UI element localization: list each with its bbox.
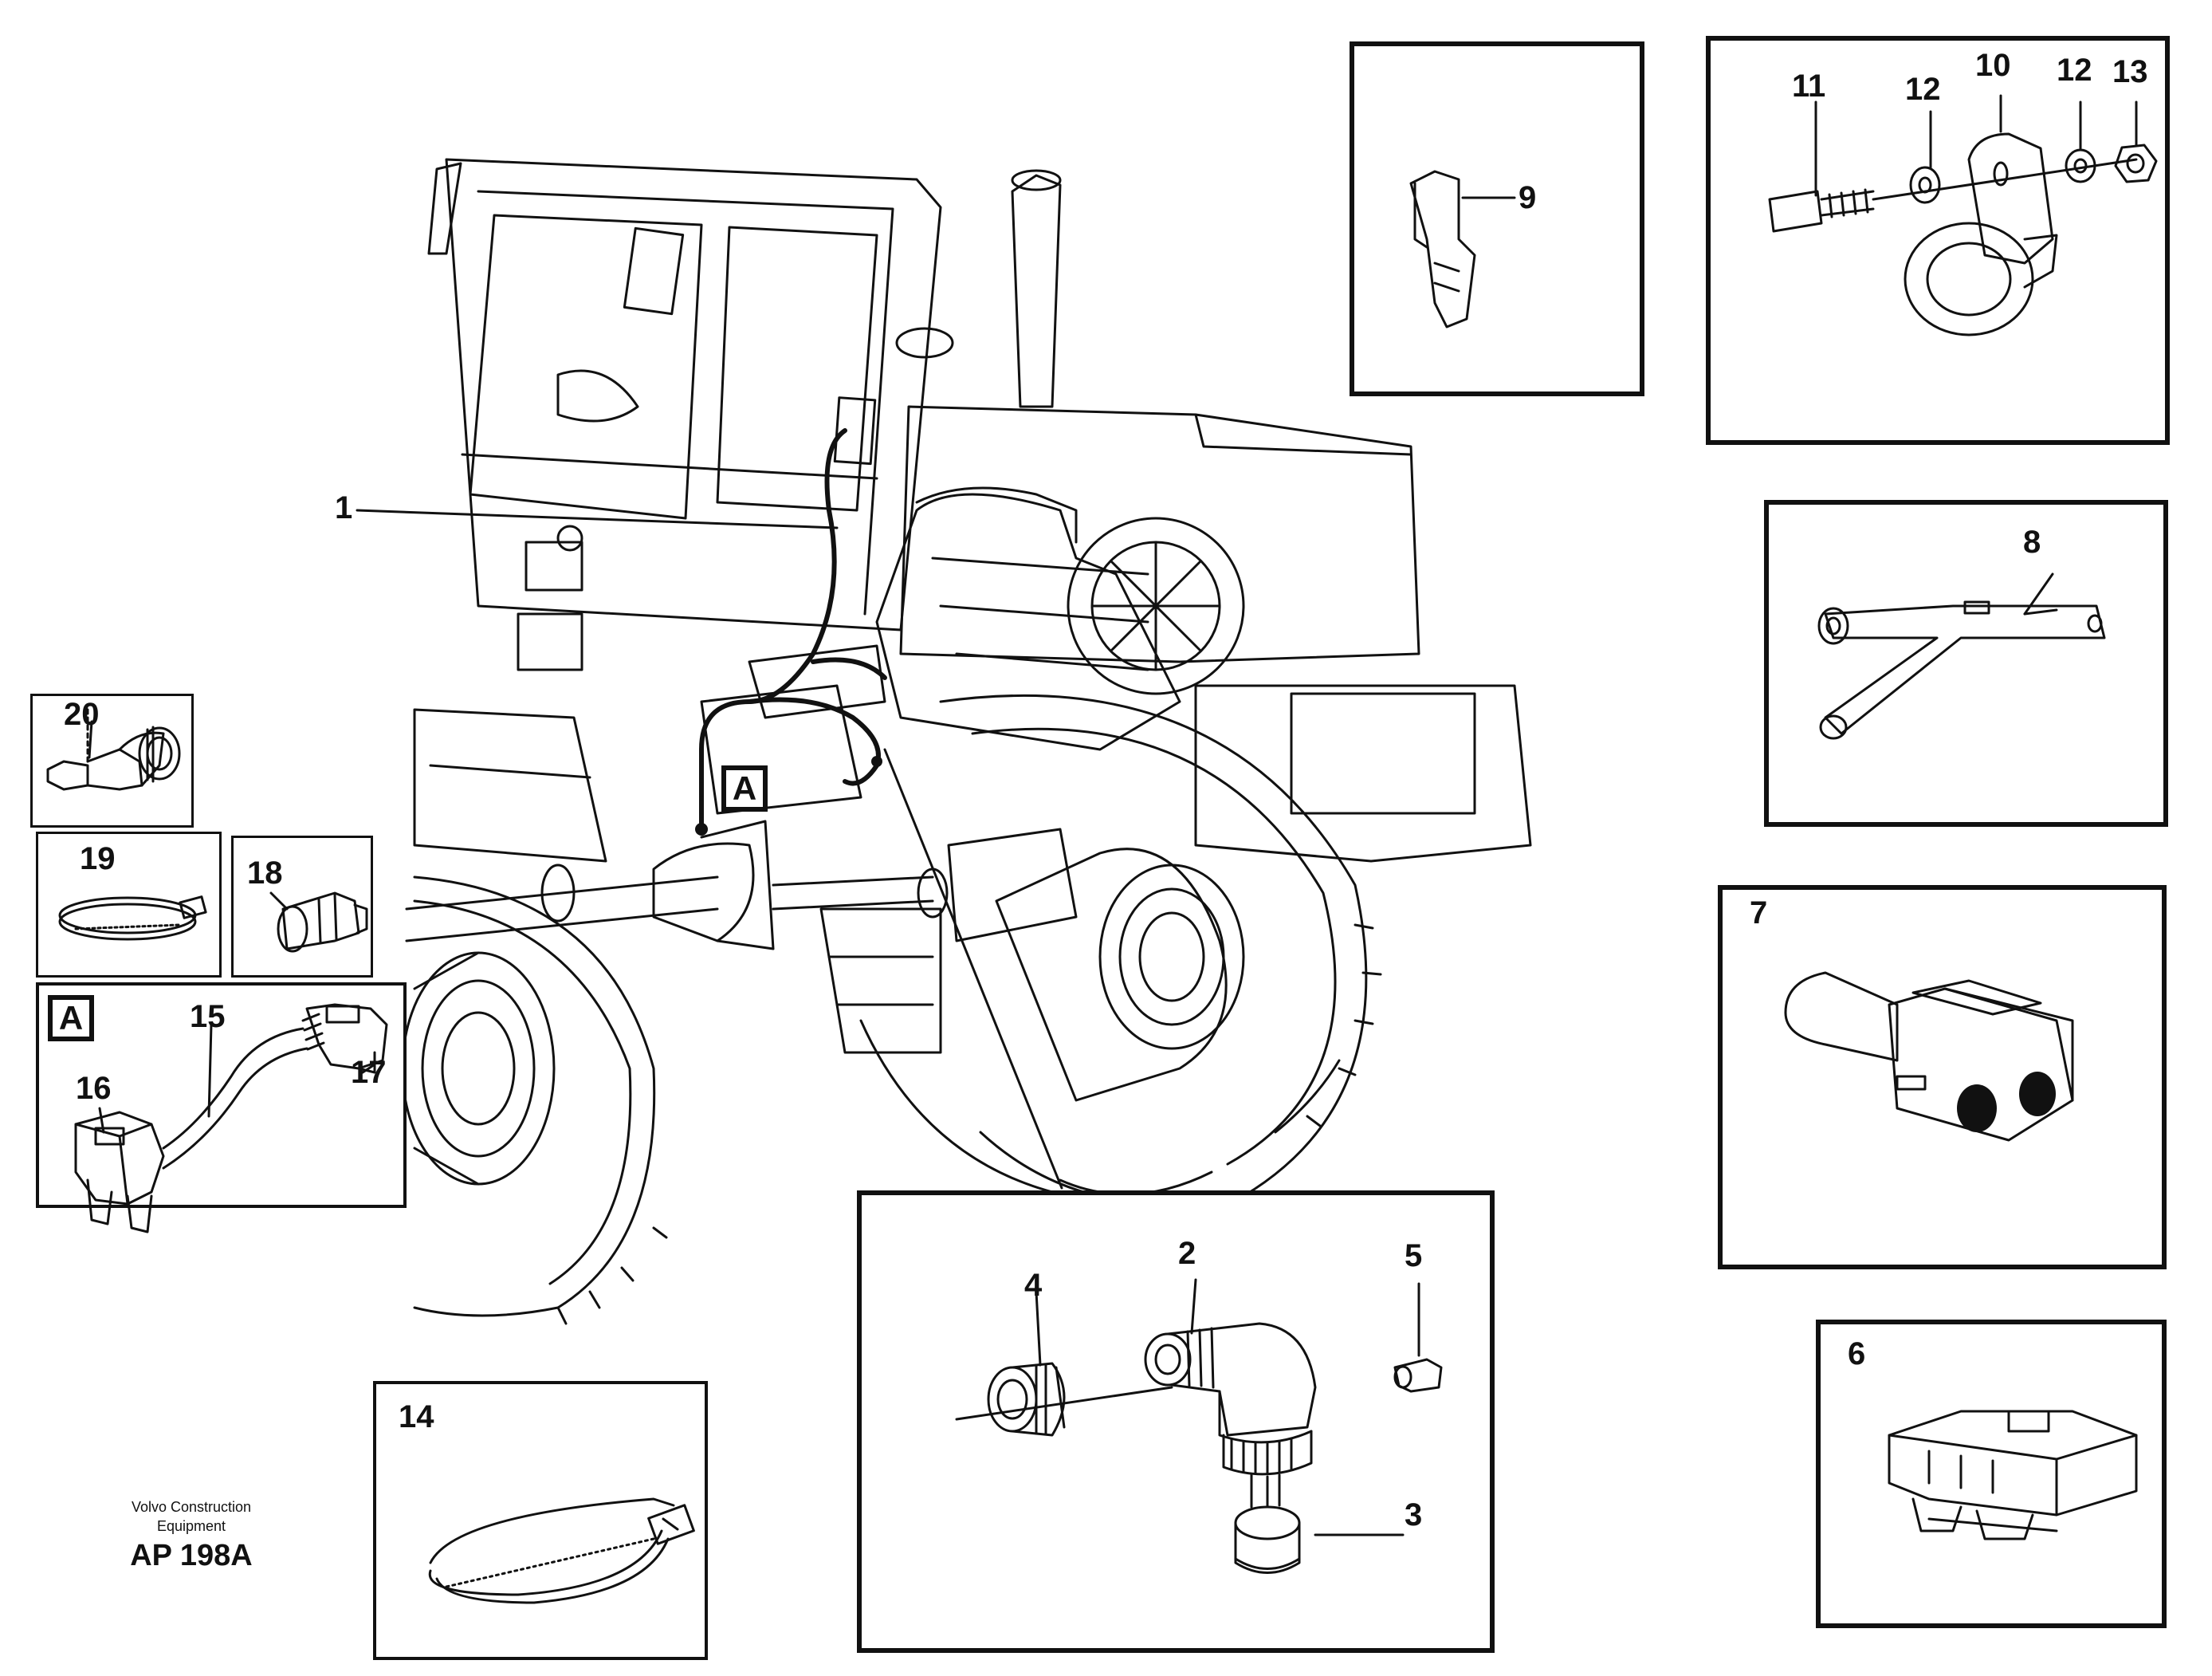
part-label-19: 19	[80, 841, 116, 876]
box-part-7	[1718, 885, 2167, 1269]
illustration-code: AP 198A	[130, 1539, 253, 1572]
box-detail-a	[36, 982, 407, 1208]
leader-20	[88, 720, 93, 759]
part-label-2: 2	[1178, 1236, 1196, 1271]
part-label-17: 17	[351, 1055, 387, 1090]
part-label-1: 1	[335, 490, 353, 525]
detail-marker-a-on-machine: A	[721, 765, 768, 812]
box-part-18	[231, 836, 373, 978]
part-2-5-sensor-drawing	[955, 1282, 1443, 1574]
leader-detail	[883, 748, 1063, 1190]
part-label-12-washer-left: 12	[1905, 72, 1941, 107]
credit-line-1: Volvo Construction	[131, 1499, 252, 1515]
part-label-10: 10	[1975, 48, 2011, 83]
box-parts-10-13	[1706, 36, 2170, 445]
part-18-boot-drawing	[277, 891, 368, 953]
part-label-20: 20	[64, 697, 100, 732]
box-part-20	[30, 694, 194, 828]
leader-18	[269, 891, 289, 911]
part-label-16: 16	[76, 1071, 112, 1106]
credit-line-2: Equipment	[156, 1518, 226, 1534]
part-label-13: 13	[2112, 54, 2148, 89]
leaders-2-4-3	[1035, 1278, 1405, 1536]
part-label-9: 9	[1519, 180, 1537, 215]
part-20-plug-drawing	[46, 708, 181, 791]
part-label-12-washer-right: 12	[2057, 53, 2092, 88]
part-7-connector-drawing	[1784, 971, 2074, 1142]
part-label-3: 3	[1405, 1497, 1423, 1532]
publisher-credit: Volvo Construction Equipment	[96, 1497, 287, 1536]
part-14-cable-tie-drawing	[428, 1497, 695, 1604]
leaders-10-13	[1814, 94, 2138, 197]
part-15-17-harness-drawing	[74, 1003, 388, 1233]
part-label-14: 14	[399, 1399, 434, 1434]
leader-8	[2023, 572, 2054, 616]
part-label-18: 18	[247, 856, 283, 891]
box-parts-2-5	[857, 1190, 1495, 1653]
box-part-6	[1816, 1320, 2167, 1628]
leader-1	[356, 509, 839, 529]
part-label-7: 7	[1750, 895, 1768, 930]
part-10-13-clamp-drawing	[1768, 132, 2158, 336]
box-part-14	[373, 1381, 708, 1660]
box-part-9	[1350, 41, 1644, 396]
part-8-branch-drawing	[1817, 600, 2106, 740]
part-9-terminal-drawing	[1409, 170, 1516, 329]
part-6-connector-drawing	[1888, 1410, 2138, 1540]
part-label-4: 4	[1024, 1268, 1043, 1303]
part-label-15: 15	[190, 999, 226, 1034]
box-part-8	[1764, 500, 2168, 827]
wheel-loader-drawing	[401, 158, 1532, 1325]
detail-marker-a-box: A	[48, 995, 94, 1041]
leaders-15-17	[98, 1023, 376, 1134]
part-label-5: 5	[1405, 1238, 1423, 1273]
part-label-6: 6	[1848, 1336, 1866, 1371]
part-19-cable-tie-drawing	[58, 895, 207, 941]
part-label-11: 11	[1792, 69, 1826, 104]
part-label-8: 8	[2023, 525, 2041, 560]
